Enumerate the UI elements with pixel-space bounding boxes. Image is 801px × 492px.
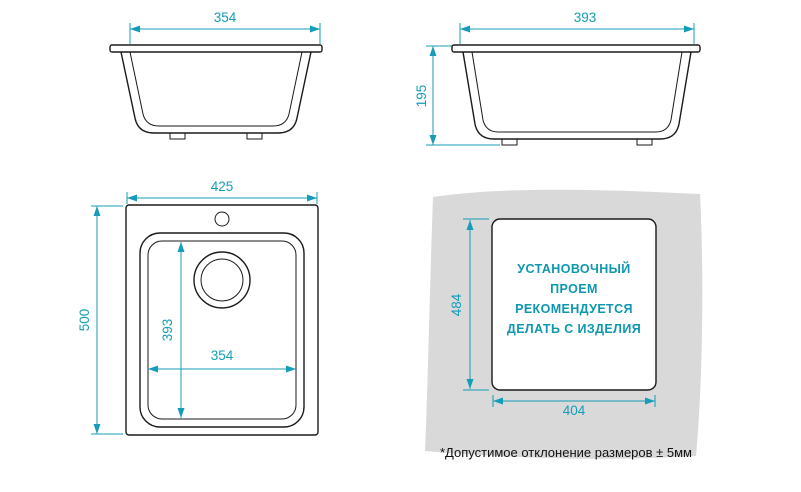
side-body-inner [471,51,683,133]
side-foot-left [501,138,518,146]
top-overall-width-label: 425 [211,179,234,194]
cutout-note-line-4: ДЕЛАТЬ С ИЗДЕЛИЯ [507,322,641,336]
tolerance-footnote: *Допустимое отклонение размеров ± 5мм [440,445,692,460]
top-view: 425 500 393 354 [77,179,319,436]
front-body-inner [129,51,303,127]
cutout-note-line-1: УСТАНОВОЧНЫЙ [517,261,630,276]
drain-outer [193,251,251,309]
front-body-outer [120,51,312,134]
front-foot-right [246,132,263,140]
cutout-note-line-3: РЕКОМЕНДУЕТСЯ [515,302,633,316]
side-foot-right [636,138,653,146]
bowl-inner [147,240,297,420]
front-flange [109,44,323,53]
cutout-height-label: 484 [449,293,464,316]
cutout-view: УСТАНОВОЧНЫЙ ПРОЕМ РЕКОМЕНДУЕТСЯ ДЕЛАТЬ … [425,189,703,459]
cutout-note-line-2: ПРОЕМ [550,282,598,296]
cutout-opening [491,218,657,391]
top-overall-height-label: 500 [77,309,92,332]
side-body-outer [462,51,692,140]
bowl-length-label: 393 [160,319,175,342]
drain-inner [200,258,244,302]
cutout-width-label: 404 [563,403,586,418]
faucet-hole [214,211,230,227]
front-view: 354 [109,10,323,140]
side-height-label: 195 [414,85,429,108]
side-flange [451,44,701,53]
bowl-width-label: 354 [211,348,234,363]
front-top-width-label: 354 [214,10,237,25]
side-view: 393 195 [414,10,701,146]
side-top-width-label: 393 [574,10,597,25]
front-foot-left [169,132,186,140]
